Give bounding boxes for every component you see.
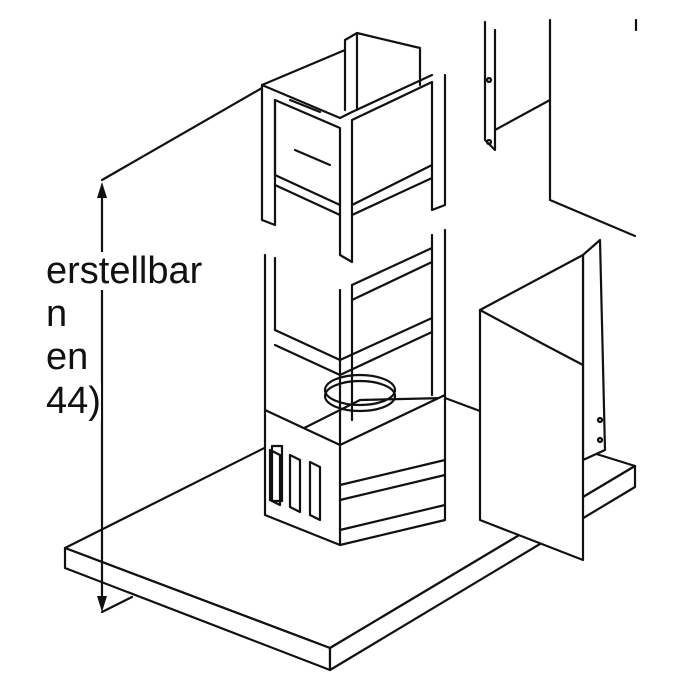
- label-line-4: 44): [46, 380, 101, 422]
- wall-bracket: [483, 20, 552, 152]
- wall: [548, 18, 638, 238]
- side-panel: [478, 238, 607, 562]
- upper-frame: [260, 31, 447, 264]
- lower-frame: [263, 228, 447, 547]
- dimension-leaders: [100, 86, 264, 614]
- label-line-3: en: [46, 336, 89, 378]
- label-adjustable: erstellbar: [46, 252, 207, 290]
- label-line-2: n: [46, 293, 68, 335]
